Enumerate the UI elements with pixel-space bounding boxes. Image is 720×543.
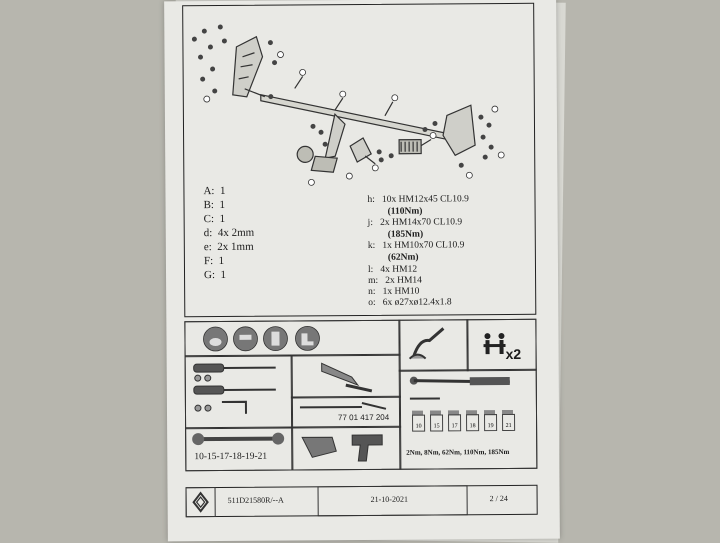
wrench-cell: 10-15-17-18-19-21 <box>185 426 293 471</box>
bolt-list: h: 10x HM12x45 CL10.9 (110Nm) j: 2x HM14… <box>164 0 556 1</box>
part-d: d: 4x 2mm <box>204 227 255 239</box>
tool-part-number: 77 01 417 204 <box>338 413 389 422</box>
socket-17: 17 <box>448 414 461 431</box>
part-number-cell: 77 01 417 204 <box>291 396 401 429</box>
socket-10: 10 <box>412 415 425 432</box>
safety-icons <box>185 321 399 356</box>
document-number: 511D21580R/--A <box>228 496 284 505</box>
document-sheet: A: 1 B: 1 C: 1 d: 4x 2mm e: 2x 1mm F: 1 … <box>164 0 560 541</box>
part-b: B: 1 <box>204 199 225 211</box>
document-date: 21-10-2021 <box>371 495 408 504</box>
bolt-k-torque: (62Nm) <box>388 252 419 264</box>
two-person-cell: x2 <box>466 319 536 371</box>
screwdriver-cell <box>185 354 294 429</box>
part-c: C: 1 <box>204 213 225 225</box>
part-e: e: 2x 1mm <box>204 241 254 253</box>
towbar-exploded-diagram <box>184 5 533 192</box>
bolt-o: o: 6x ø27xø12.4x1.8 <box>368 296 451 309</box>
x2-label: x2 <box>506 346 522 362</box>
screwdriver-icons <box>186 355 293 428</box>
torque-values: 2Nm, 8Nm, 62Nm, 110Nm, 185Nm <box>406 448 509 457</box>
socket-15: 15 <box>430 414 443 431</box>
grease-tool-cell <box>398 319 468 371</box>
safety-equipment-cell <box>184 320 400 358</box>
bolt-j: j: 2x HM14x70 CL10.9 <box>368 216 463 229</box>
saw-drill-cell <box>291 426 401 471</box>
torque-wrench-icon <box>400 370 536 405</box>
bolt-h: h: 10x HM12x45 CL10.9 <box>367 193 468 206</box>
torque-tool-cell: 10 15 17 18 19 21 2Nm, 8Nm, 62Nm, 110Nm,… <box>399 369 538 470</box>
renault-logo-icon <box>187 488 215 516</box>
wrench-sizes: 10-15-17-18-19-21 <box>194 452 267 463</box>
page-number: 2 / 24 <box>490 494 508 503</box>
boots-icon <box>295 326 319 350</box>
trim-tool-cell <box>291 354 401 399</box>
logo-cell <box>186 487 216 517</box>
combination-wrench-icon <box>186 427 292 450</box>
two-person-icon <box>467 320 535 370</box>
trim-tool-icon <box>292 355 400 398</box>
part-a: A: 1 <box>203 185 225 197</box>
socket-18: 18 <box>466 414 479 431</box>
bolt-k: k: 1x HM10x70 CL10.9 <box>368 239 465 252</box>
grease-brush-icon <box>399 320 467 370</box>
socket-21: 21 <box>502 414 515 431</box>
socket-19: 19 <box>484 414 497 431</box>
parts-list: A: 1 B: 1 C: 1 d: 4x 2mm e: 2x 1mm F: 1 … <box>164 0 556 1</box>
part-g: G: 1 <box>204 269 226 281</box>
part-f: F: 1 <box>204 255 224 267</box>
jigsaw-drill-icons <box>292 427 400 470</box>
socket-set: 10 15 17 18 19 21 <box>400 409 536 410</box>
